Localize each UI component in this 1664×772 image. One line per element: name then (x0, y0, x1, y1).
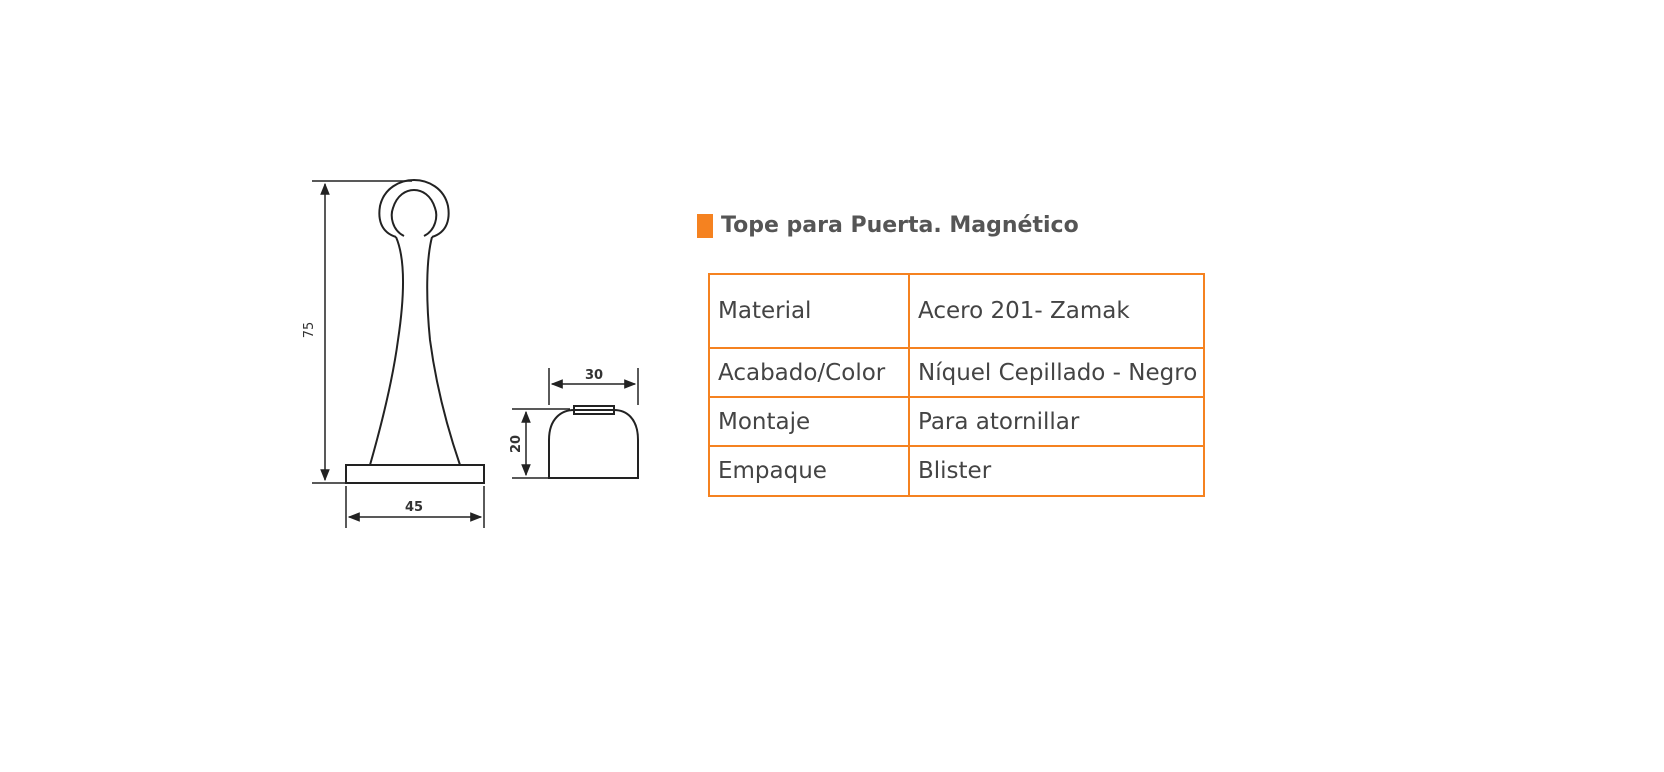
table-row: Empaque Blister (708, 445, 1206, 497)
product-title-block: Tope para Puerta. Magnético (697, 213, 1079, 238)
spec-label: Acabado/Color (708, 347, 910, 398)
product-title: Tope para Puerta. Magnético (721, 213, 1079, 238)
door-stopper-outline (345, 178, 485, 484)
spec-value: Acero 201- Zamak (907, 273, 1206, 349)
table-row: Montaje Para atornillar (708, 396, 1206, 447)
receiver-width-label: 30 (585, 368, 603, 383)
spec-value: Blister (907, 445, 1206, 497)
receiver-width-dimension (548, 368, 639, 405)
table-row: Acabado/Color Níquel Cepillado - Negro (708, 347, 1206, 398)
receiver-height-label: 20 (509, 435, 524, 453)
stopper-height-dimension (312, 180, 412, 484)
title-accent-square (697, 213, 713, 238)
receiver-outline (548, 405, 639, 479)
stopper-height-label: 75 (302, 322, 317, 339)
spec-value: Níquel Cepillado - Negro (907, 347, 1206, 398)
stopper-width-dimension (345, 486, 485, 528)
specs-table: Material Acero 201- Zamak Acabado/Color … (708, 273, 1206, 497)
spec-label: Material (708, 273, 910, 349)
spec-label: Montaje (708, 396, 910, 447)
spec-value: Para atornillar (907, 396, 1206, 447)
stopper-width-label: 45 (405, 500, 423, 515)
receiver-height-dimension (512, 408, 570, 479)
spec-label: Empaque (708, 445, 910, 497)
table-row: Material Acero 201- Zamak (708, 273, 1206, 349)
